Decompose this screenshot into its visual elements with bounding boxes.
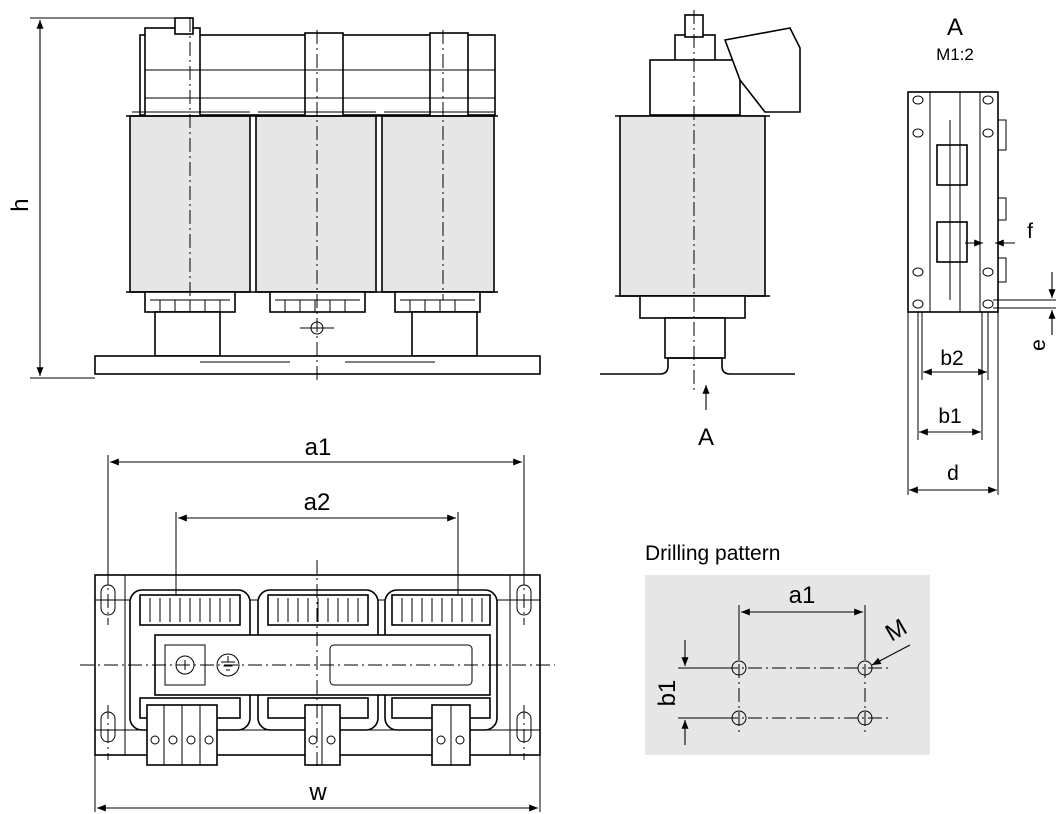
w-label: w xyxy=(308,779,327,806)
a2-label: a2 xyxy=(304,489,331,516)
top-view: a1 a2 w xyxy=(80,434,555,812)
b1-label: b1 xyxy=(938,405,961,428)
drilling-pattern-title: Drilling pattern xyxy=(645,542,780,565)
side-view: A xyxy=(600,10,801,451)
drilling-a1-label: a1 xyxy=(789,582,816,609)
height-label: h xyxy=(7,198,34,211)
e-label: e xyxy=(1027,339,1050,351)
d-label: d xyxy=(947,462,959,485)
drilling-pattern: Drilling pattern a1 b1 M xyxy=(645,542,930,755)
view-a: A M1:2 f e b2 xyxy=(907,14,1056,495)
front-view: h xyxy=(7,17,541,380)
drilling-pattern-background xyxy=(645,575,930,755)
a1-label: a1 xyxy=(305,434,332,461)
drill-hole xyxy=(857,660,873,676)
f-label: f xyxy=(1027,220,1033,243)
drill-hole xyxy=(857,710,873,726)
view-a-scale: M1:2 xyxy=(936,45,974,64)
view-a-title: A xyxy=(947,14,963,41)
b2-label: b2 xyxy=(940,347,963,370)
side-view-arrow-label: A xyxy=(698,424,714,451)
drilling-b1-label: b1 xyxy=(654,680,681,707)
